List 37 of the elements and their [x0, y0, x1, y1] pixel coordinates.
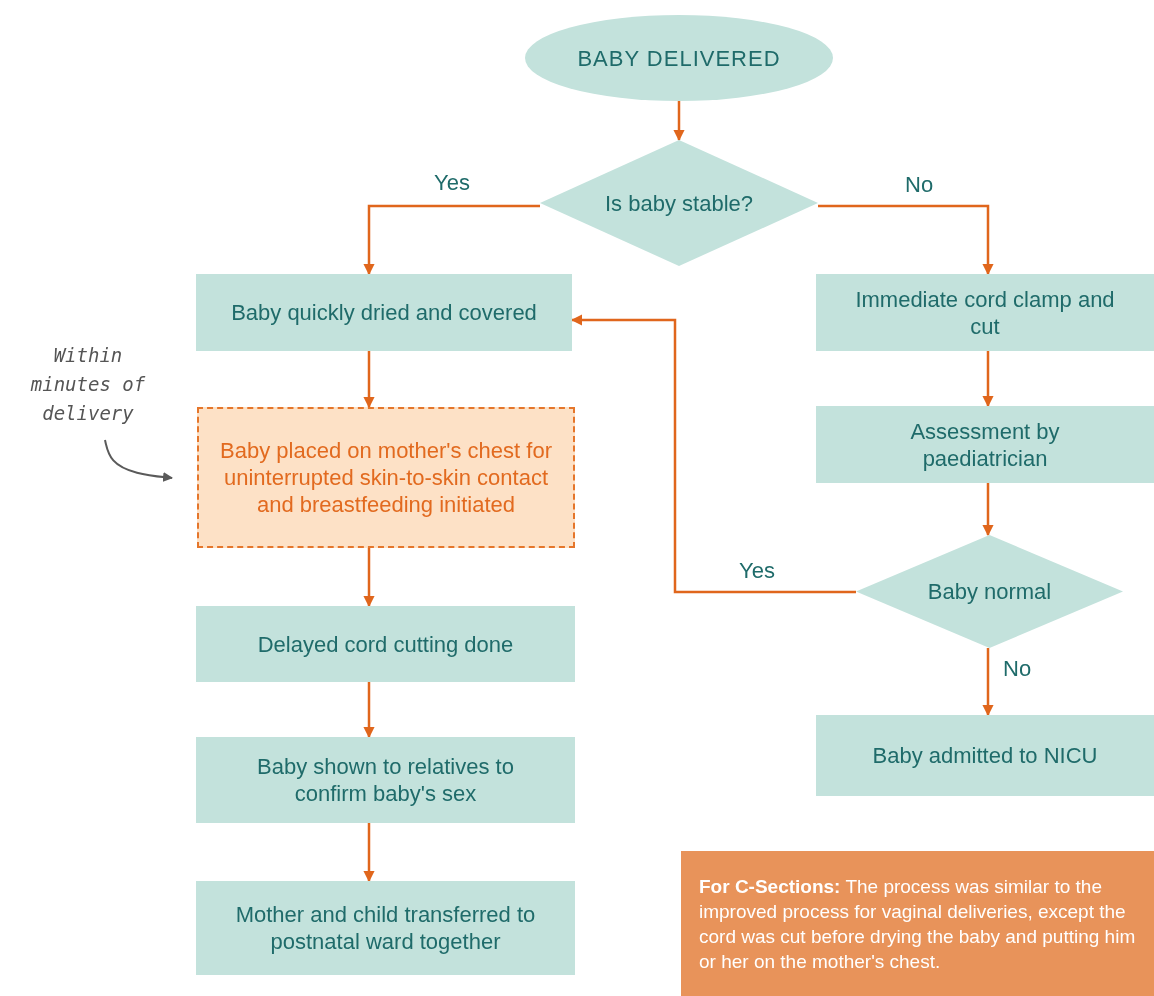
arrow	[363, 351, 375, 409]
arrow	[363, 682, 375, 739]
arrow	[982, 483, 994, 537]
start-ellipse	[525, 15, 833, 101]
node-label: Baby admitted to NICU	[872, 742, 1098, 769]
node-label: Baby normal	[927, 578, 1052, 605]
process-box	[196, 606, 575, 682]
node-label: Delayed cord cutting done	[257, 630, 514, 658]
arrow	[818, 204, 994, 276]
process-box	[816, 715, 1154, 796]
process-box	[196, 274, 572, 351]
leader-arrow	[104, 439, 173, 482]
node-label: Baby quickly dried and covered	[231, 299, 537, 326]
process-box	[196, 737, 575, 823]
node-label: Is baby stable?	[605, 189, 753, 217]
arrow	[363, 548, 375, 608]
arrow	[363, 823, 375, 883]
process-box	[816, 274, 1154, 351]
node-label: Baby shown to relatives to confirm baby's sex	[256, 753, 515, 807]
arrow	[673, 101, 685, 142]
arrow	[982, 351, 994, 408]
note-text: For C-Sections: The process was similar to the improved process for vaginal deliveries, except the cord was cut before drying the baby and putting him or her on the mother's chest.	[699, 874, 1136, 974]
node-label: Baby placed on mother's chest for uninterrupted skin-to-skin contact and breastfeeding initiated	[219, 437, 553, 518]
decision-diamond	[540, 140, 818, 266]
decision-diamond	[856, 535, 1123, 648]
node-label: Assessment by paediatrician	[909, 417, 1061, 472]
arrow	[363, 204, 540, 276]
highlighted-process-box	[197, 407, 575, 548]
node-label: Mother and child transferred to postnatal ward together	[234, 901, 537, 955]
node-label: BABY DELIVERED	[577, 44, 781, 72]
arrow	[982, 648, 994, 717]
process-box	[196, 881, 575, 975]
process-box	[816, 406, 1154, 483]
arrow	[570, 314, 856, 594]
note-box	[681, 851, 1154, 996]
annotation-text: Within minutes of delivery	[29, 342, 147, 426]
node-label: Immediate cord clamp and cut	[854, 285, 1116, 340]
